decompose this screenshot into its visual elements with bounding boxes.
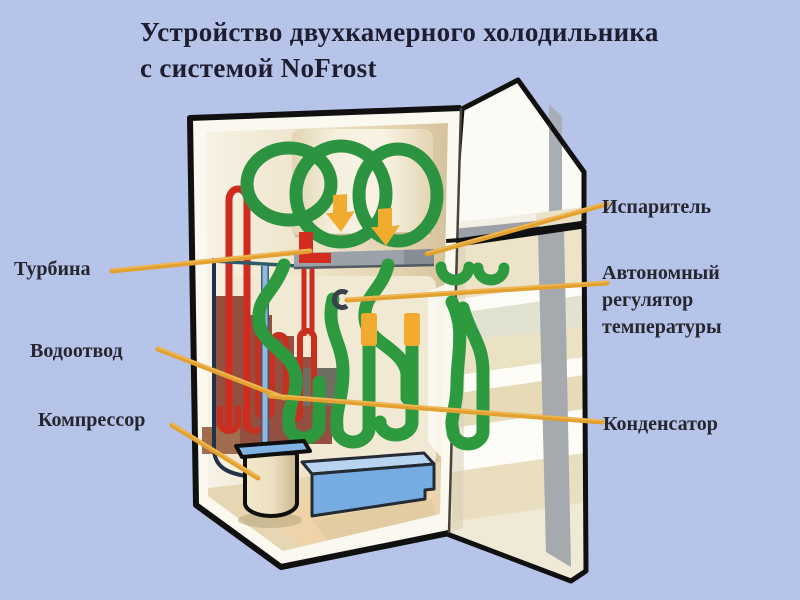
- airflow-loops: [240, 139, 444, 249]
- diagram-title: Устройство двухкамерного холодильника с …: [140, 14, 760, 86]
- compressor-unit: [234, 439, 312, 528]
- fridge-door-shelves: [447, 226, 586, 581]
- leader-evaporator: [424, 201, 610, 257]
- label-condenser: Конденсатор: [603, 413, 718, 435]
- leader-temperature-regulator: [344, 280, 610, 303]
- drip-tray: [300, 451, 436, 518]
- leader-condenser: [267, 393, 605, 425]
- leader-compressor: [169, 422, 261, 481]
- diagram-title-line1: Устройство двухкамерного холодильника: [140, 17, 659, 47]
- label-water-drain: Водоотвод: [30, 340, 123, 362]
- temperature-regulator-knob: [331, 289, 349, 310]
- leader-turbine: [109, 248, 313, 274]
- turbine-bracket: [299, 232, 331, 263]
- diagram-title-line2: с системой NoFrost: [140, 53, 377, 83]
- airflow-arrow-down-2: [371, 208, 400, 246]
- refrigerant-riser-red: [301, 262, 315, 336]
- fridge-door-open: [444, 223, 589, 584]
- label-temperature-regulator: Автономный регулятор температуры: [602, 262, 722, 338]
- door-latch-mark: [446, 237, 463, 243]
- duct-yellow-cap-2: [404, 313, 420, 346]
- leader-water-drain: [155, 346, 287, 401]
- label-turbine: Турбина: [14, 258, 91, 280]
- label-evaporator: Испаритель: [602, 196, 712, 218]
- leader-lines: [109, 201, 610, 481]
- label-compressor: Компрессор: [38, 409, 146, 431]
- duct-yellow-cap-1: [361, 313, 377, 346]
- airflow-arrow-down-1: [326, 194, 355, 232]
